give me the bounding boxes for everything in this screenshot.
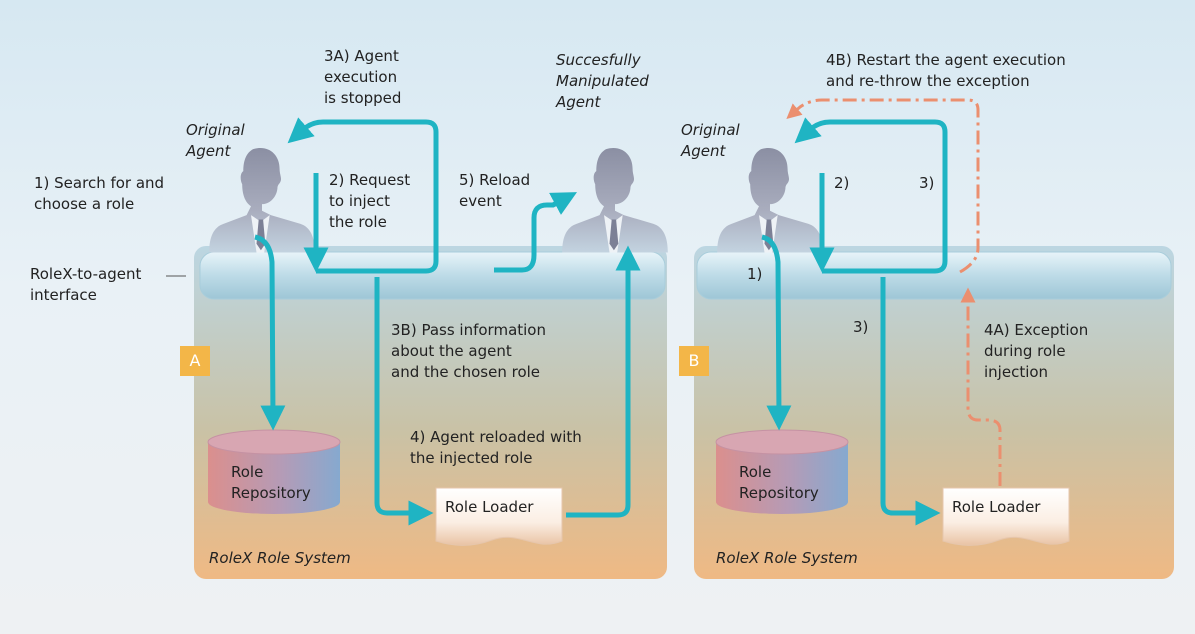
flow-a-reload — [566, 245, 641, 518]
b-step-2-label: 2) — [834, 174, 850, 192]
step-4a-label: 4A) Exception during role injection — [984, 321, 1089, 381]
role-repository-a-label: Role Repository — [231, 463, 311, 502]
system-a-label: RoleX Role System — [209, 549, 351, 567]
step-3a-label: 3A) Agent execution is stopped — [324, 47, 402, 107]
flow-b-restart — [786, 98, 980, 274]
role-loader-b-label: Role Loader — [952, 498, 1041, 516]
original-agent-a-label: Original Agent — [186, 121, 245, 160]
system-b-label: RoleX Role System — [716, 549, 858, 567]
flow-b-search — [761, 234, 792, 431]
step-1-label: 1) Search for and choose a role — [34, 174, 165, 213]
original-agent-a-figure — [209, 147, 315, 253]
role-loader-a-doc — [435, 487, 563, 546]
manipulated-agent-label: Succesfully Manipulated Agent — [556, 51, 649, 111]
b-step-3-top-label: 3) — [919, 174, 935, 192]
role-repository-a — [207, 429, 341, 514]
step-2-label: 2) Request to inject the role — [329, 171, 411, 231]
step-3b-label: 3B) Pass information about the agent and… — [391, 321, 546, 381]
flow-a-pass — [374, 277, 434, 526]
step-5-label: 5) Reload event — [459, 171, 531, 210]
role-repository-b — [715, 429, 849, 514]
b-step-1-label: 1) — [747, 265, 763, 283]
flow-b-stop — [794, 117, 948, 274]
flow-b-exception — [960, 287, 1002, 486]
b-step-3-bottom-label: 3) — [853, 318, 869, 336]
manipulated-agent-figure — [562, 147, 668, 253]
original-agent-b-figure — [717, 147, 823, 253]
panel-b-badge: B — [679, 346, 709, 376]
role-loader-b-doc — [942, 487, 1070, 546]
original-agent-b-label: Original Agent — [681, 121, 740, 160]
interface-label: RoleX-to-agent interface — [30, 265, 142, 304]
step-4-label: 4) Agent reloaded with the injected role — [410, 428, 582, 467]
role-loader-a-label: Role Loader — [445, 498, 534, 516]
flow-a-reload-event — [494, 192, 578, 273]
role-repository-b-label: Role Repository — [739, 463, 819, 502]
flow-a-search — [254, 234, 286, 431]
flow-a-stop — [287, 117, 439, 274]
flow-b-pass — [880, 277, 941, 526]
step-4b-label: 4B) Restart the agent execution and re-t… — [826, 51, 1066, 90]
interface-bar-b — [696, 251, 1172, 300]
panel-a-badge: A — [180, 346, 210, 376]
